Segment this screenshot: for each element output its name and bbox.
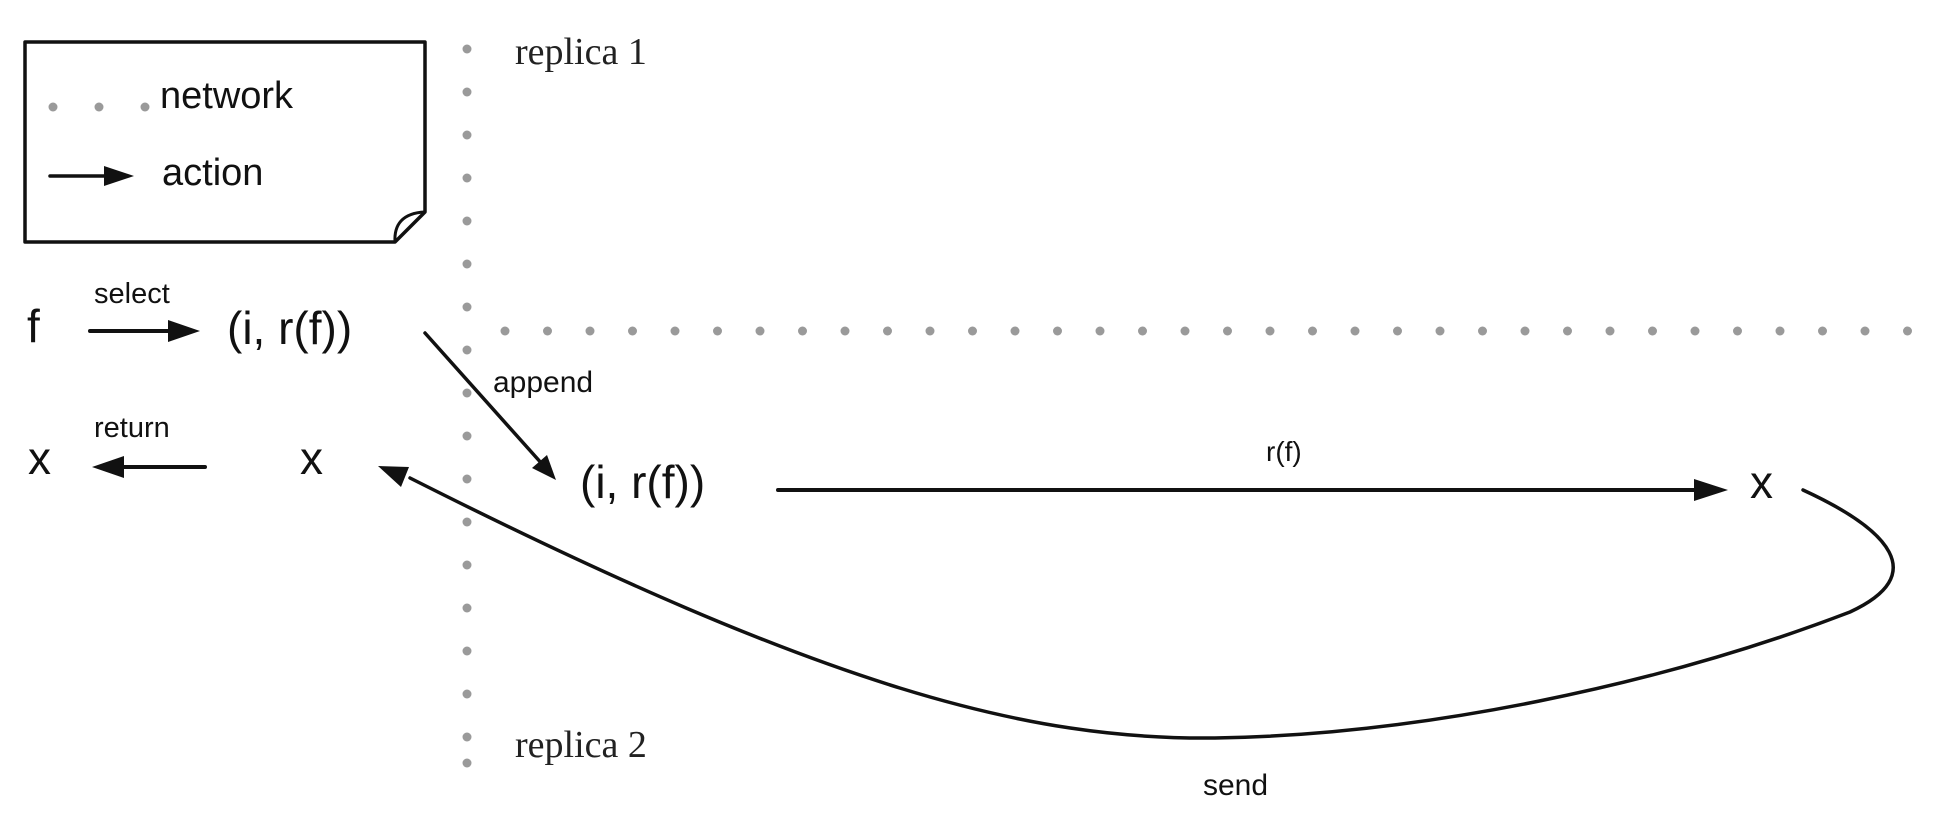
network-dot xyxy=(883,326,892,336)
legend-network-swatch xyxy=(48,102,150,112)
network-dot xyxy=(1733,326,1742,336)
network-dot xyxy=(1520,326,1530,336)
legend-box-folded-corner xyxy=(393,210,427,244)
network-dot xyxy=(1265,326,1275,336)
network-dot xyxy=(1138,326,1147,336)
node-remote-x: x xyxy=(1750,456,1773,508)
network-dot xyxy=(925,326,935,336)
network-dot xyxy=(798,326,807,336)
return-arrow xyxy=(92,456,207,478)
network-dot xyxy=(840,326,850,336)
network-dot xyxy=(670,326,680,336)
network-dot xyxy=(1308,326,1317,336)
network-dot xyxy=(755,326,765,336)
network-dot xyxy=(585,326,595,336)
network-dot xyxy=(500,326,510,336)
node-appended-pair: (i, r(f)) xyxy=(580,456,705,508)
legend-action-label: action xyxy=(162,152,263,194)
network-dot xyxy=(1690,326,1700,336)
append-label: append xyxy=(493,366,593,399)
legend: network action xyxy=(23,40,427,244)
network-dot xyxy=(1775,326,1785,336)
network-dot xyxy=(1478,326,1487,336)
network-dot xyxy=(1563,326,1572,336)
append-arrow xyxy=(423,331,556,480)
return-label: return xyxy=(94,412,170,444)
network-dot xyxy=(628,326,637,336)
network-vertical xyxy=(462,44,472,768)
legend-network-label: network xyxy=(160,75,294,117)
send-arrow xyxy=(378,466,1895,740)
network-dot xyxy=(1180,326,1190,336)
apply-label: r(f) xyxy=(1266,436,1302,467)
network-dot xyxy=(1095,326,1105,336)
network-dot xyxy=(1648,326,1657,336)
node-f: f xyxy=(27,300,40,352)
network-dot xyxy=(543,326,552,336)
node-selected-pair: (i, r(f)) xyxy=(227,302,352,354)
replica-1-label: replica 1 xyxy=(515,31,647,73)
replica-2-label: replica 2 xyxy=(515,724,647,766)
network-dot xyxy=(1860,326,1870,336)
network-dot xyxy=(1903,326,1912,336)
apply-arrow xyxy=(776,479,1728,501)
send-label: send xyxy=(1203,769,1268,802)
node-return-x: x xyxy=(28,432,51,484)
network-dot xyxy=(1010,326,1020,336)
network-dot xyxy=(713,326,722,336)
network-dot xyxy=(1053,326,1062,336)
network-dot xyxy=(1818,326,1827,336)
legend-box xyxy=(23,40,427,244)
network-dot xyxy=(1223,326,1232,336)
network-dot xyxy=(1350,326,1360,336)
network-dot xyxy=(968,326,977,336)
network-dot xyxy=(1393,326,1402,336)
legend-action-swatch xyxy=(48,166,134,186)
network-dot xyxy=(1605,326,1615,336)
node-local-x: x xyxy=(300,432,323,484)
select-arrow xyxy=(88,320,200,342)
network-dot xyxy=(1435,326,1445,336)
select-label: select xyxy=(94,278,170,310)
network-horizontal xyxy=(500,326,1912,336)
